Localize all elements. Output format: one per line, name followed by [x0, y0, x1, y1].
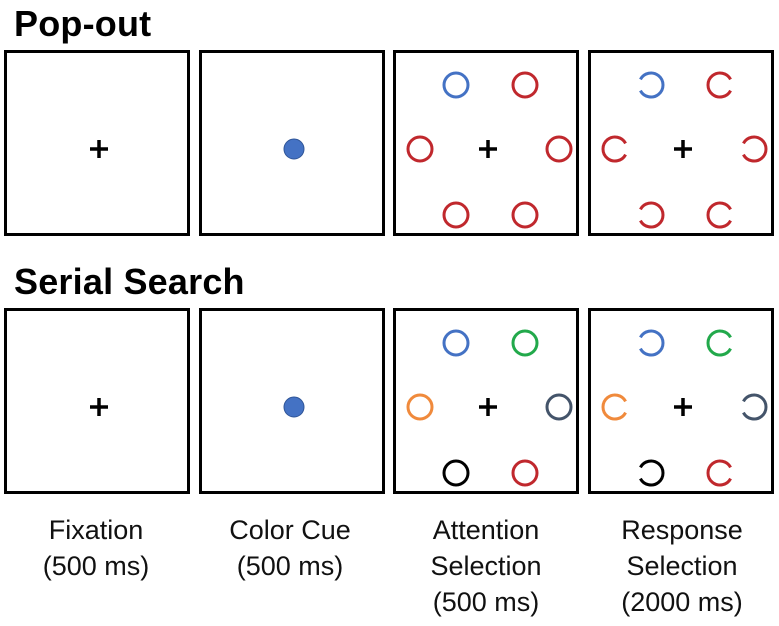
caption-response-selection-line-3: (2000 ms): [621, 587, 743, 617]
caption-fixation-line-1: Fixation: [48, 515, 144, 545]
panel-color-cue: [199, 50, 385, 236]
caption-fixation-line-2: (500 ms): [42, 551, 150, 581]
ring-upper-right: [511, 71, 539, 99]
fixation-cross-icon: [479, 140, 497, 158]
caption-response-selection-line-2: Selection: [626, 551, 738, 581]
panel-fixation: [4, 308, 190, 494]
c-ring-left: [601, 135, 627, 163]
ring-right: [545, 135, 573, 163]
c-ring-lower-left: [639, 459, 665, 487]
ring-lower-right: [511, 459, 539, 487]
row-title-serial-search: Serial Search: [14, 261, 245, 302]
ring-left: [406, 393, 434, 421]
fixation-cross-icon: [674, 398, 692, 416]
fixation-cross-icon: [90, 140, 108, 158]
panel-attention-selection: [393, 50, 579, 236]
c-ring-lower-left: [639, 201, 665, 229]
stimulus-display: [283, 396, 305, 418]
caption-attention-selection: Attention Selection (500 ms): [386, 512, 586, 620]
panel-response-selection: [588, 50, 774, 236]
caption-response-selection-line-1: Response: [621, 515, 743, 545]
ring-lower-right: [511, 201, 539, 229]
ring-left: [406, 135, 434, 163]
caption-fixation: Fixation (500 ms): [0, 512, 196, 584]
stimulus-display: [90, 140, 108, 158]
c-ring-lower-right: [706, 459, 732, 487]
caption-color-cue: Color Cue (500 ms): [190, 512, 390, 584]
caption-response-selection: Response Selection (2000 ms): [582, 512, 779, 620]
caption-color-cue-line-2: (500 ms): [236, 551, 344, 581]
ring-right: [545, 393, 573, 421]
stimulus-display: [283, 138, 305, 160]
color-cue-dot: [283, 138, 305, 160]
fixation-cross-icon: [479, 398, 497, 416]
fixation-cross-icon: [90, 398, 108, 416]
c-ring-right: [742, 393, 768, 421]
caption-attention-selection-line-1: Attention: [432, 515, 540, 545]
panel-response-selection: [588, 308, 774, 494]
caption-attention-selection-line-3: (500 ms): [432, 587, 540, 617]
ring-upper-right: [511, 329, 539, 357]
color-cue-dot: [283, 396, 305, 418]
c-ring-right: [742, 135, 768, 163]
row-title-pop-out: Pop-out: [14, 3, 152, 44]
c-ring-upper-right: [706, 329, 732, 357]
fixation-cross-icon: [674, 140, 692, 158]
c-ring-lower-right: [706, 201, 732, 229]
caption-color-cue-line-1: Color Cue: [229, 515, 351, 545]
caption-attention-selection-line-2: Selection: [430, 551, 542, 581]
c-ring-upper-left: [639, 71, 665, 99]
panel-fixation: [4, 50, 190, 236]
panel-attention-selection: [393, 308, 579, 494]
c-ring-upper-right: [706, 71, 732, 99]
stimulus-display: [406, 329, 573, 487]
stimulus-display: [601, 329, 768, 487]
ring-lower-left: [442, 459, 470, 487]
stimulus-display: [601, 71, 768, 229]
c-ring-left: [601, 393, 627, 421]
stimulus-display: [90, 398, 108, 416]
ring-lower-left: [442, 201, 470, 229]
c-ring-upper-left: [639, 329, 665, 357]
ring-upper-left: [442, 71, 470, 99]
panel-color-cue: [199, 308, 385, 494]
stimulus-display: [406, 71, 573, 229]
ring-upper-left: [442, 329, 470, 357]
